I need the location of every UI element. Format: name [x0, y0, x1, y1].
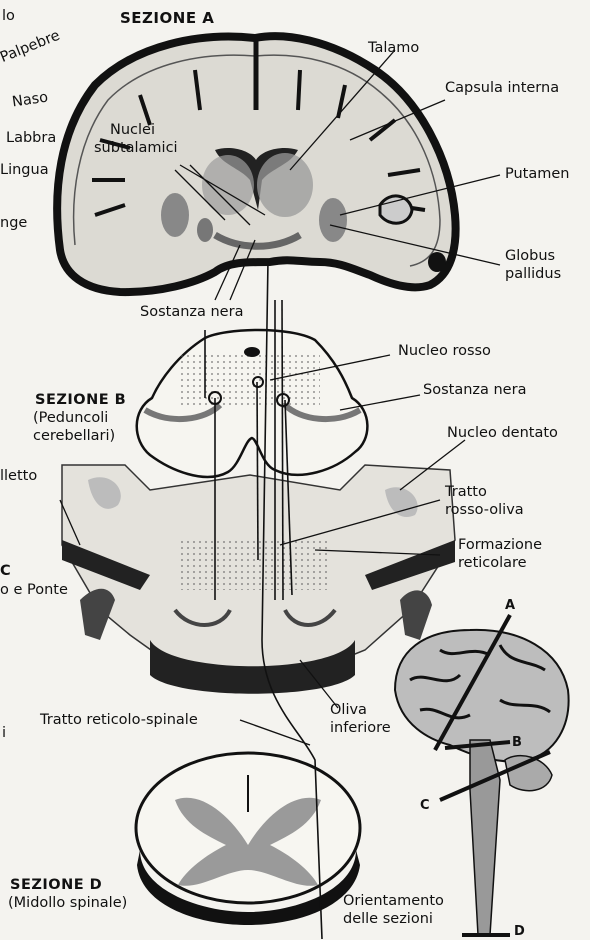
globus-pallidus-label-1: Globus — [505, 248, 555, 264]
cervelletto-cropped-label: lletto — [0, 468, 37, 484]
oliva-inferiore-label-2: inferiore — [330, 720, 391, 736]
bottom-cropped-label: i — [2, 725, 6, 741]
section-d-spinal-cord-slice — [136, 753, 360, 925]
section-b-subtitle-2: cerebellari) — [33, 428, 115, 444]
section-a-coronal-slice — [57, 36, 455, 292]
orientation-letter-a: A — [505, 598, 516, 614]
section-b-subtitle-1: (Peduncoli — [33, 410, 108, 426]
lingua-label: Lingua — [0, 162, 49, 178]
orientation-inset — [395, 615, 569, 935]
orientation-letter-c: C — [420, 798, 430, 814]
oliva-inferiore-label-1: Oliva — [330, 702, 367, 718]
capsula-interna-label: Capsula interna — [445, 80, 559, 96]
nuclei-subtalamici-label-1: Nuclei — [110, 122, 155, 138]
sostanza-nera-b-label: Sostanza nera — [423, 382, 526, 398]
section-d-title: SEZIONE D — [10, 877, 102, 893]
putamen-label: Putamen — [505, 166, 570, 182]
section-c-medulla-slice — [62, 465, 455, 694]
nuclei-subtalamici-label-2: subtalamici — [94, 140, 178, 156]
section-c-cropped-title: C — [0, 563, 11, 579]
orientamento-label-1: Orientamento — [343, 893, 444, 909]
left-cropped-top-label: lo — [2, 8, 15, 24]
section-d-subtitle: (Midollo spinale) — [8, 895, 127, 911]
orientamento-label-2: delle sezioni — [343, 911, 433, 927]
section-a-title: SEZIONE A — [120, 10, 214, 26]
tratto-reticolo-spinale-label: Tratto reticolo-spinale — [40, 712, 198, 728]
orientation-letter-b: B — [512, 735, 522, 751]
section-b-title: SEZIONE B — [35, 392, 126, 408]
nucleo-rosso-label: Nucleo rosso — [398, 343, 491, 359]
ponte-cropped-label: o e Ponte — [0, 582, 68, 598]
formazione-reticolare-label-2: reticolare — [458, 555, 527, 571]
talamo-label: Talamo — [368, 40, 419, 56]
formazione-reticolare-label-1: Formazione — [458, 537, 542, 553]
labbra-label: Labbra — [6, 130, 56, 146]
nucleo-dentato-label: Nucleo dentato — [447, 425, 558, 441]
faringe-label: nge — [0, 215, 27, 231]
sostanza-nera-a-label: Sostanza nera — [140, 304, 243, 320]
tratto-rosso-oliva-label-1: Tratto — [445, 484, 487, 500]
orientation-letter-d: D — [514, 924, 525, 940]
tratto-rosso-oliva-label-2: rosso-oliva — [445, 502, 524, 518]
globus-pallidus-label-2: pallidus — [505, 266, 561, 282]
section-b-midbrain-slice — [137, 330, 368, 477]
